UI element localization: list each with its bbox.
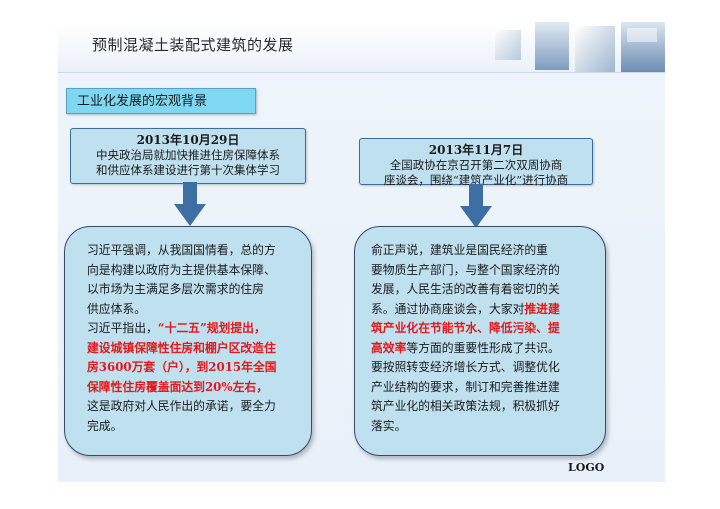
text-line: 习近平强调，从我国国情看，总的方 (87, 243, 276, 257)
slide-header: 预制混凝土装配式建筑的发展 (58, 22, 665, 73)
highlight-text: “十二五”规划提出， (157, 321, 266, 335)
highlight-text: 房3600万套（户），到2015年全国 (87, 360, 277, 374)
text-line: 俞正声说，建筑业是国民经济的重 (371, 243, 548, 257)
text-line: 要按照转变经济增长方式、调整优化 (371, 360, 560, 374)
text-line: 向是构建以政府为主提供基本保障、 (87, 262, 276, 277)
highlight-text: 推进建 (524, 301, 560, 316)
highlight-text: 筑产业化在节能节水、降低污染、提 (371, 321, 560, 335)
text-line: 习近平指出，“十二五”规划提出， (87, 319, 301, 339)
text-run: 系。通过协商座谈会，大家对 (371, 301, 525, 316)
text-line: 系。通过协商座谈会，大家对推进建 (371, 300, 597, 320)
text-line: 产业结构的要求，制订和完善推进建 (371, 379, 560, 394)
highlight-text: 建设城镇保障性住房和棚户区改造住 (87, 340, 276, 355)
cubes-decoration-icon (495, 22, 665, 72)
right-date: 2013年11月7日 (428, 143, 524, 157)
right-date-box: 2013年11月7日 全国政协在京召开第二次双周协商 座谈会，围绕“建筑产业化”… (359, 138, 593, 187)
left-date-box: 2013年10月29日 中央政治局就加快推进住房保障体系 和供应体系建设进行第十… (70, 128, 306, 184)
section-title: 工业化发展的宏观背景 (66, 88, 256, 114)
left-content-bubble: 习近平强调，从我国国情看，总的方 向是构建以政府为主提供基本保障、 以市场为主满… (64, 226, 312, 456)
text-line: 这是政府对人民作出的承诺，要全力 (87, 399, 276, 413)
highlight-text: 高效率 (371, 340, 407, 355)
text-line: 以市场为主满足多层次需求的住房 (87, 282, 264, 296)
text-run: 等方面的重要性形成了共识。 (406, 340, 560, 355)
page-title: 预制混凝土装配式建筑的发展 (92, 36, 294, 54)
right-heading-line: 全国政协在京召开第二次双周协商 (389, 158, 563, 172)
highlight-text: 保障性住房覆盖面达到20%左右， (87, 379, 268, 394)
left-heading-line: 中央政治局就加快推进住房保障体系 (96, 148, 280, 162)
text-line: 落实。 (371, 418, 407, 433)
right-heading-line: 座谈会，围绕“建筑产业化”进行协商 (383, 173, 569, 187)
text-line: 发展，人民生活的改善有着密切的关 (371, 282, 560, 296)
logo: LOGO (568, 461, 605, 474)
text-line: 高效率等方面的重要性形成了共识。 (371, 339, 597, 359)
text-line: 完成。 (87, 418, 123, 433)
arrow-down-icon (174, 182, 206, 226)
text-line: 要物质生产部门，与整个国家经济的 (371, 262, 560, 277)
text-line: 筑产业化的相关政策法规，积极抓好 (371, 399, 560, 413)
slide: 预制混凝土装配式建筑的发展 工业化发展的宏观背景 2013年10月29日 中央政… (58, 22, 665, 482)
right-content-bubble: 俞正声说，建筑业是国民经济的重 要物质生产部门，与整个国家经济的 发展，人民生活… (354, 226, 606, 456)
left-heading-line: 和供应体系建设进行第十次集体学习 (96, 163, 280, 177)
text-line: 供应体系。 (87, 301, 146, 316)
text-run: 习近平指出， (87, 321, 158, 335)
left-date: 2013年10月29日 (136, 133, 240, 147)
arrow-down-icon (460, 184, 492, 228)
